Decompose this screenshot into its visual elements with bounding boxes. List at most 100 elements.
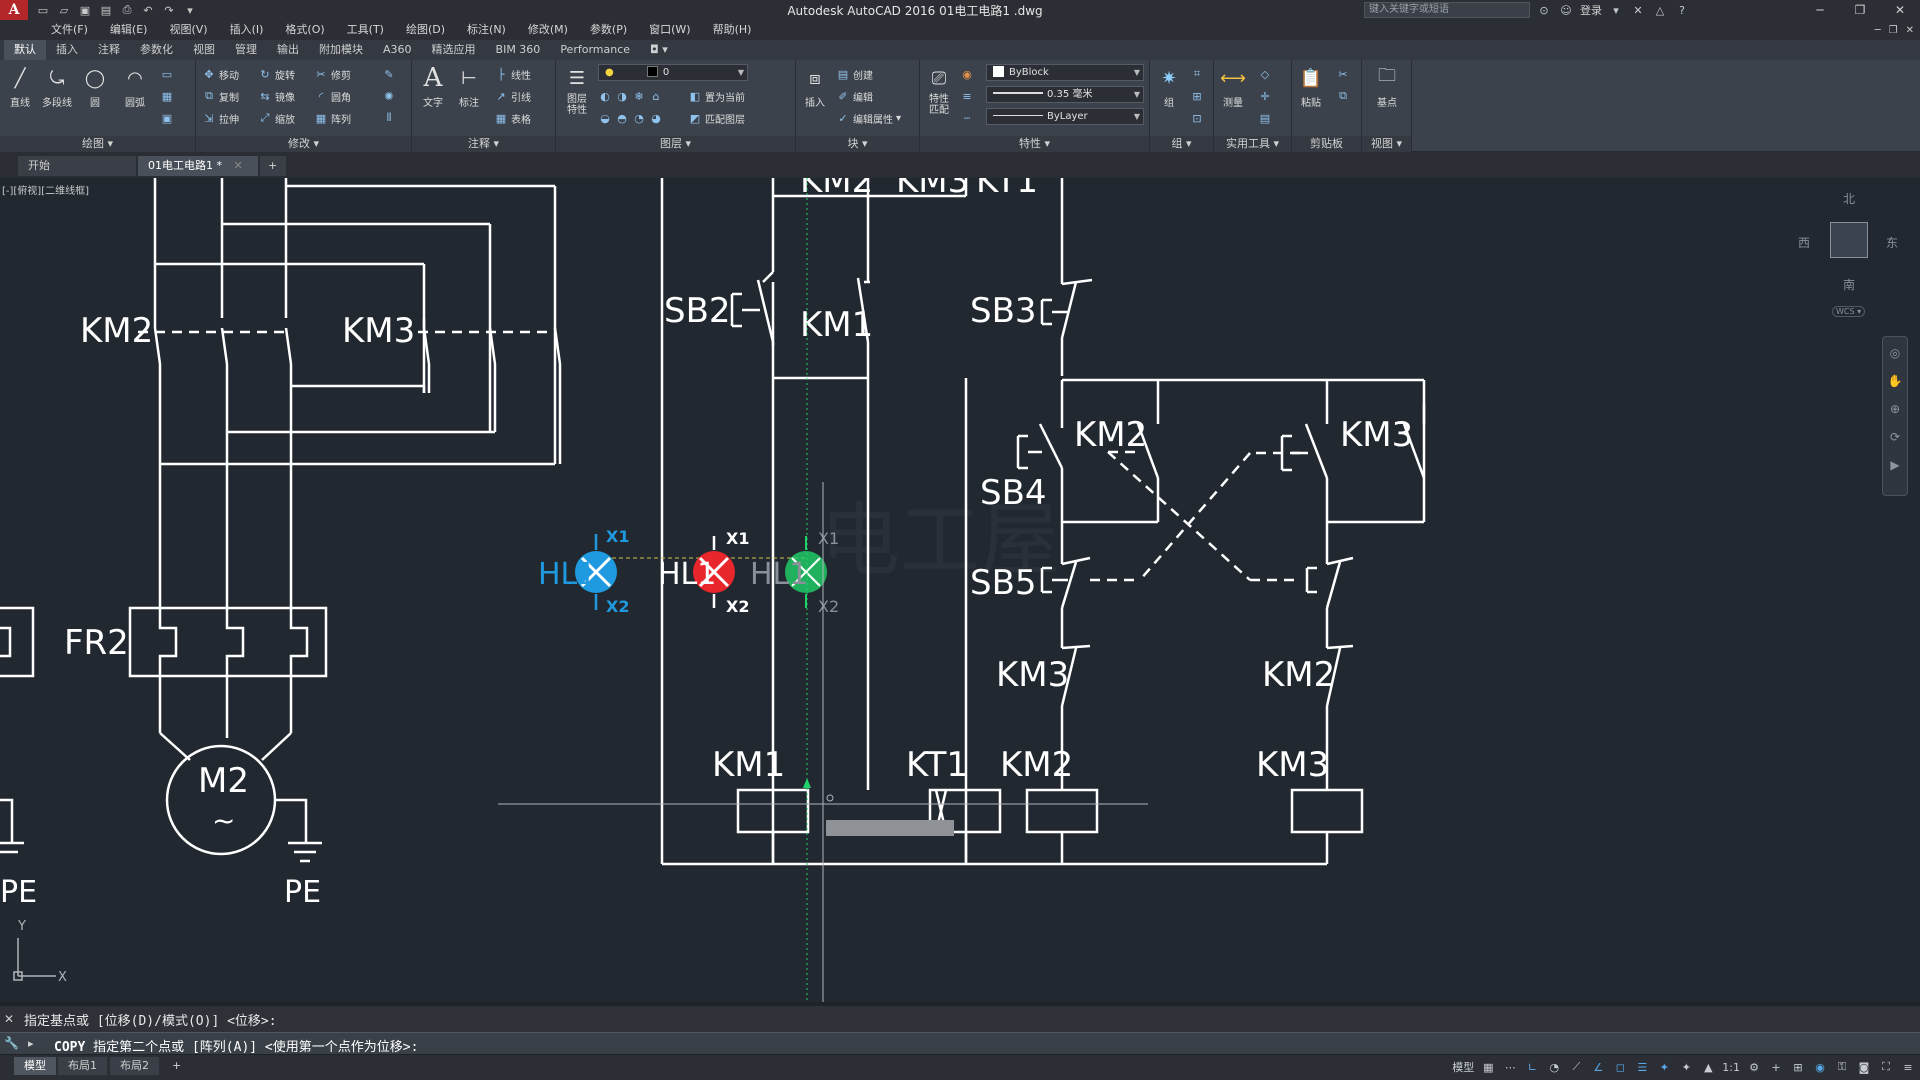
wcs-menu[interactable]: WCS ▾ bbox=[1832, 306, 1866, 317]
layer-walk-icon[interactable]: ◒ bbox=[600, 111, 610, 125]
scale-dropdown[interactable]: 1:1 bbox=[1722, 1060, 1740, 1074]
base-view-tool[interactable]: 🗀 基点 bbox=[1370, 64, 1404, 109]
menu-draw[interactable]: 绘图(D) bbox=[405, 23, 446, 36]
search-input[interactable]: 键入关键字或短语 bbox=[1364, 2, 1530, 18]
offset-tool[interactable]: ⫴ bbox=[382, 108, 396, 128]
modify-panel-title[interactable]: 修改 ▾ bbox=[196, 136, 411, 152]
layer-isolate-icon[interactable]: ◑ bbox=[617, 89, 627, 103]
tab-output[interactable]: 输出 bbox=[277, 43, 299, 56]
print-icon[interactable]: ⎙ bbox=[122, 3, 132, 16]
object-snap-tracking-icon[interactable]: ∠ bbox=[1593, 1060, 1604, 1074]
tab-close-icon[interactable]: ✕ bbox=[233, 159, 243, 172]
group-edit-tool[interactable]: ⊞ bbox=[1190, 86, 1204, 106]
lineweight-button[interactable]: ≡ bbox=[960, 86, 974, 106]
layout-tab-model[interactable]: 模型 bbox=[14, 1057, 56, 1075]
viewcube-west[interactable]: 西 bbox=[1798, 236, 1811, 250]
utilities-panel-title[interactable]: 实用工具 ▾ bbox=[1214, 136, 1291, 152]
table-tool[interactable]: ▦表格 bbox=[495, 111, 531, 126]
doc-restore-icon[interactable]: ❐ bbox=[1888, 24, 1898, 36]
draw-panel-title[interactable]: 绘图 ▾ bbox=[0, 136, 195, 152]
point-id-tool[interactable]: ✛ bbox=[1258, 86, 1272, 106]
a360-icon[interactable]: △ bbox=[1655, 3, 1665, 17]
leader-tool[interactable]: ↗引线 bbox=[494, 86, 531, 106]
group-tool[interactable]: ✷ 组 bbox=[1152, 64, 1186, 110]
showmotion-icon[interactable]: ▶ bbox=[1890, 458, 1900, 472]
cut-tool[interactable]: ✂ bbox=[1336, 64, 1350, 84]
object-snap-icon[interactable]: ◻ bbox=[1615, 1060, 1625, 1074]
tab-current-drawing[interactable]: 01电工电路1 * ✕ bbox=[138, 156, 258, 176]
exchange-icon[interactable]: ✕ bbox=[1633, 3, 1643, 17]
hatch-tool[interactable]: ▦ bbox=[160, 86, 174, 106]
dimension-tool[interactable]: ⊢ 标注 bbox=[452, 64, 486, 110]
layer-properties-tool[interactable]: ☰ 图层 特性 bbox=[560, 64, 594, 117]
qat-dropdown-icon[interactable]: ▾ bbox=[187, 3, 193, 17]
edit-block-tool[interactable]: ✐编辑 bbox=[836, 86, 873, 106]
linetype-button[interactable]: ┄ bbox=[960, 108, 974, 128]
text-tool[interactable]: A 文字 bbox=[416, 63, 450, 109]
add-layout-button[interactable]: + bbox=[172, 1059, 182, 1072]
drawing-canvas[interactable]: 电工屋 bbox=[0, 178, 1920, 1002]
group-select-tool[interactable]: ⊡ bbox=[1190, 108, 1204, 128]
color-wheel-button[interactable]: ◉ bbox=[960, 64, 974, 84]
units-icon[interactable]: ⊞ bbox=[1793, 1060, 1803, 1074]
tab-featured-apps[interactable]: 精选应用 bbox=[431, 43, 476, 56]
model-space-button[interactable]: 模型 bbox=[1452, 1061, 1475, 1074]
new-file-icon[interactable]: ▭ bbox=[37, 3, 49, 17]
autocad-logo-button[interactable]: A bbox=[0, 0, 28, 20]
restore-icon[interactable]: ❐ bbox=[1854, 3, 1866, 17]
annotation-panel-title[interactable]: 注释 ▾ bbox=[412, 136, 555, 152]
ribbon-toggle-icon[interactable]: ◘ ▾ bbox=[650, 43, 668, 56]
properties-panel-title[interactable]: 特性 ▾ bbox=[920, 136, 1149, 152]
stretch-tool[interactable]: ⇲拉伸 bbox=[202, 108, 239, 128]
linear-dim-tool[interactable]: ├线性 bbox=[494, 64, 531, 84]
viewcube-south[interactable]: 南 bbox=[1843, 278, 1856, 292]
scale-tool[interactable]: ⤢缩放 bbox=[258, 108, 295, 128]
color-combo[interactable]: ByBlock ▼ bbox=[986, 64, 1144, 81]
menu-tools[interactable]: 工具(T) bbox=[346, 23, 384, 36]
match-layer-tool[interactable]: ◩匹配图层 bbox=[689, 111, 745, 126]
explode-tool[interactable]: ✺ bbox=[382, 86, 396, 106]
menu-parametric[interactable]: 参数(P) bbox=[589, 23, 628, 36]
lamp-hl1-red[interactable]: HL1 X1 X2 bbox=[658, 529, 749, 616]
layer-lock-icon[interactable]: ⌂ bbox=[652, 89, 660, 103]
annotation-scale-icon[interactable]: ▲ bbox=[1704, 1060, 1713, 1074]
tab-start[interactable]: 开始 bbox=[18, 156, 136, 176]
group-panel-title[interactable]: 组 ▾ bbox=[1150, 136, 1213, 152]
steering-wheel-icon[interactable]: ◎ bbox=[1889, 346, 1901, 360]
isodraft-icon[interactable]: ⟋ bbox=[1572, 1060, 1581, 1073]
block-panel-title[interactable]: 块 ▾ bbox=[796, 136, 919, 152]
open-file-icon[interactable]: ▱ bbox=[59, 3, 69, 17]
menu-modify[interactable]: 修改(M) bbox=[527, 23, 568, 36]
line-tool[interactable]: ╱ 直线 bbox=[3, 64, 37, 110]
viewcube-top-face[interactable] bbox=[1830, 222, 1868, 258]
set-current-tool[interactable]: ◧置为当前 bbox=[689, 89, 745, 104]
mirror-tool[interactable]: ⇆镜像 bbox=[258, 86, 295, 106]
menu-help[interactable]: 帮助(H) bbox=[712, 23, 752, 36]
tab-view[interactable]: 视图 bbox=[193, 43, 215, 56]
customization-icon[interactable]: ≡ bbox=[1903, 1060, 1913, 1074]
tab-parametric[interactable]: 参数化 bbox=[140, 43, 173, 56]
layers-panel-title[interactable]: 图层 ▾ bbox=[556, 136, 795, 152]
ortho-icon[interactable]: ∟ bbox=[1527, 1060, 1537, 1074]
layout-tab-1[interactable]: 布局1 bbox=[58, 1057, 107, 1075]
save-icon[interactable]: ▣ bbox=[79, 3, 91, 17]
login-button[interactable]: 登录 bbox=[1580, 4, 1602, 17]
layer-merge-icon[interactable]: ◓ bbox=[617, 111, 627, 125]
match-properties-tool[interactable]: ⎚ 特性 匹配 bbox=[922, 64, 956, 117]
tab-a360[interactable]: A360 bbox=[383, 43, 412, 56]
lineweight-combo[interactable]: 0.35 毫米 ▼ bbox=[986, 86, 1144, 103]
layer-unlock-icon[interactable]: ◕ bbox=[651, 111, 661, 125]
lamp-hl1-blue[interactable]: HL1 X1 X2 bbox=[538, 527, 629, 616]
lock-ui-icon[interactable]: ⚿ bbox=[1837, 1060, 1847, 1073]
polar-icon[interactable]: ◔ bbox=[1549, 1060, 1560, 1074]
polyline-tool[interactable]: ⤿ 多段线 bbox=[40, 64, 74, 110]
tab-manage[interactable]: 管理 bbox=[235, 43, 257, 56]
quick-select-tool[interactable]: ◇ bbox=[1258, 64, 1272, 84]
view-panel-title[interactable]: 视图 ▾ bbox=[1362, 136, 1411, 152]
menu-edit[interactable]: 编辑(E) bbox=[109, 23, 148, 36]
viewport-controls-label[interactable]: [-][俯视][二维线框] bbox=[2, 186, 90, 197]
command-customize-icon[interactable]: 🔧 bbox=[4, 1036, 19, 1050]
help-icon[interactable]: ? bbox=[1679, 3, 1685, 17]
redo-icon[interactable]: ↷ bbox=[164, 3, 174, 17]
annotation-monitor-icon[interactable]: + bbox=[1771, 1060, 1781, 1074]
